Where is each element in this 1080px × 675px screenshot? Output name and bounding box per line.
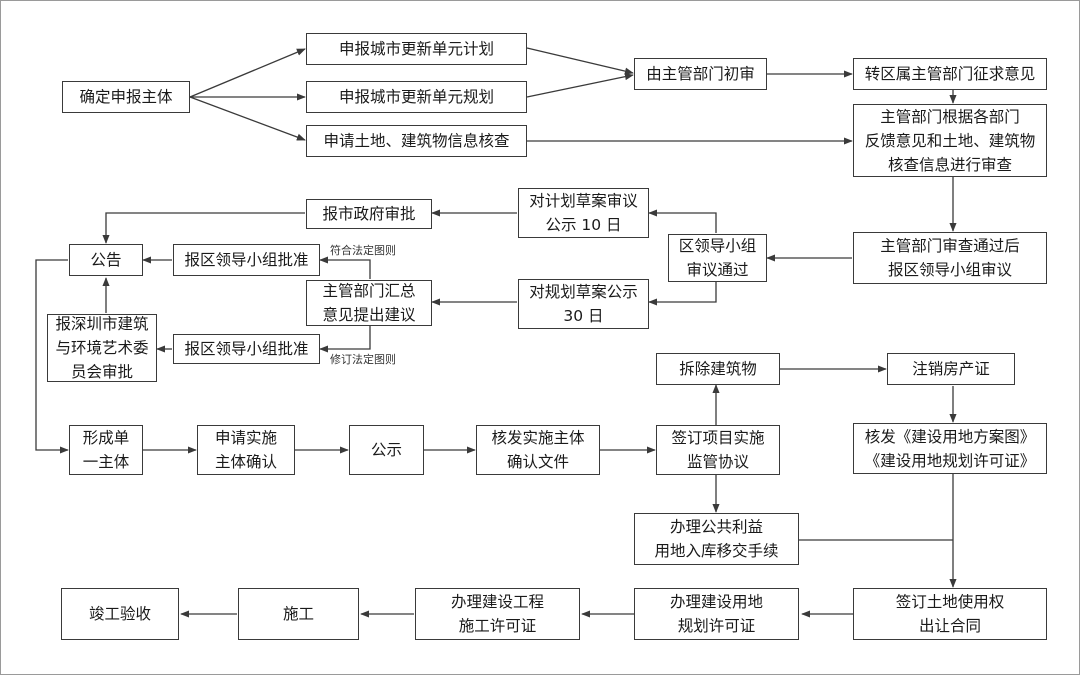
node-demolish: 拆除建筑物 (656, 353, 780, 385)
node-district-opinion: 转区属主管部门征求意见 (853, 58, 1047, 90)
arrow-group-to-planning-publicity (648, 281, 717, 306)
node-group-approve-1: 报区领导小组批准 (173, 244, 320, 276)
arrow-city-to-announcement (102, 212, 305, 244)
node-sign-agreement: 签订项目实施 监管协议 (656, 425, 780, 475)
node-planning-publicity: 对规划草案公示 30 日 (518, 279, 649, 329)
note-revise: 修订法定图则 (330, 353, 396, 366)
node-art-committee: 报深圳市建筑 与环境艺术委 员会审批 (47, 314, 157, 382)
arrow-group-to-plan-publicity (648, 209, 717, 233)
node-cancel-certificate: 注销房产证 (887, 353, 1015, 385)
arrow-summary-to-approve2 (319, 326, 371, 353)
arrow-to-land-check (189, 96, 306, 141)
node-publicity: 公示 (349, 425, 424, 475)
arrow-summary-to-approve1 (319, 256, 371, 279)
arrow-announcement-to-single (35, 259, 69, 454)
node-group-pass: 区领导小组 审议通过 (668, 234, 767, 282)
arrow-to-plan-declare (189, 48, 306, 98)
node-city-gov-approval: 报市政府审批 (306, 199, 432, 229)
node-public-land: 办理公共利益 用地入库移交手续 (634, 513, 799, 565)
arrow-planning-to-review (526, 73, 634, 98)
note-conform: 符合法定图则 (330, 244, 396, 257)
node-sign-land-contract: 签订土地使用权 出让合同 (853, 588, 1047, 640)
node-dept-review: 主管部门根据各部门 反馈意见和土地、建筑物 核查信息进行审查 (853, 104, 1047, 177)
node-dept-pass: 主管部门审查通过后 报区领导小组审议 (853, 232, 1047, 284)
node-plan-publicity: 对计划草案审议 公示 10 日 (518, 188, 649, 238)
arrow-plan-to-review (526, 47, 634, 75)
node-announcement: 公告 (69, 244, 143, 276)
node-confirm-subject: 确定申报主体 (62, 81, 190, 113)
node-group-approve-2: 报区领导小组批准 (173, 334, 320, 364)
node-issue-document: 核发实施主体 确认文件 (476, 425, 600, 475)
node-planning-declare: 申报城市更新单元规划 (306, 81, 527, 113)
node-apply-confirm: 申请实施 主体确认 (197, 425, 295, 475)
node-construction-permit: 办理建设工程 施工许可证 (415, 588, 580, 640)
node-land-permit: 办理建设用地 规划许可证 (634, 588, 799, 640)
node-issue-permits: 核发《建设用地方案图》 《建设用地规划许可证》 (853, 423, 1047, 474)
node-dept-summary: 主管部门汇总 意见提出建议 (306, 280, 432, 326)
node-initial-review: 由主管部门初审 (634, 58, 767, 90)
node-completion: 竣工验收 (61, 588, 179, 640)
node-construction: 施工 (238, 588, 359, 640)
node-plan-declare: 申报城市更新单元计划 (306, 33, 527, 65)
node-land-check: 申请土地、建筑物信息核查 (306, 125, 527, 157)
node-single-subject: 形成单 一主体 (69, 425, 143, 475)
